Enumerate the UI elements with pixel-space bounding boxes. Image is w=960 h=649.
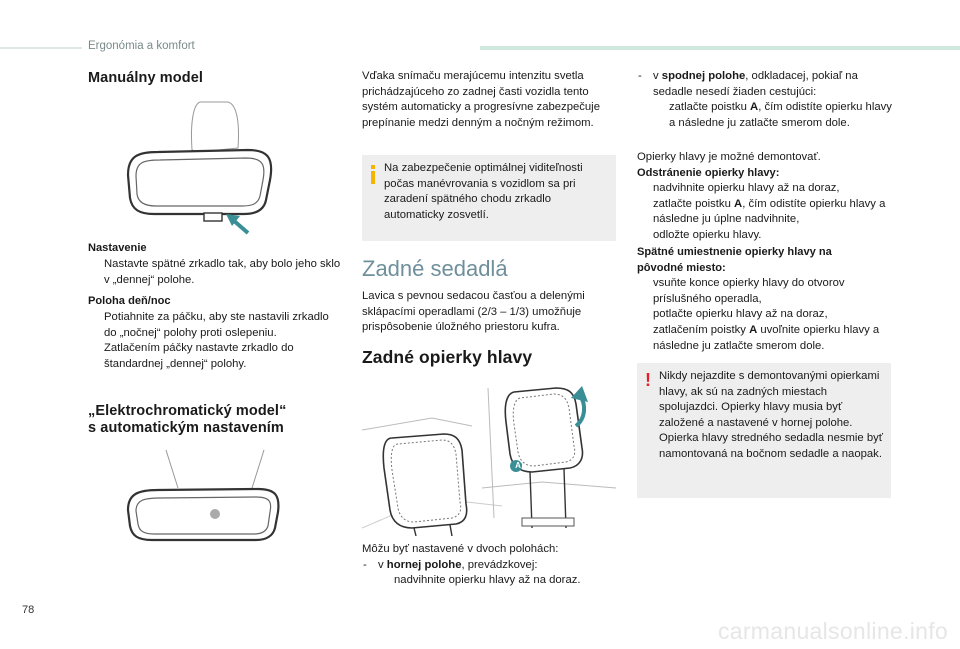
removable-text: Opierky hlavy je možné demontovať. — [637, 151, 821, 163]
removal-step: odložte opierku hlavy. — [653, 228, 762, 241]
rear-headrests-title: Zadné opierky hlavy — [362, 347, 533, 367]
day-night-step: Zatlačením páčky nastavte zrkadlo do šta… — [104, 342, 294, 370]
refit-step: vsuňte konce opierky hlavy do otvorov pr… — [653, 277, 845, 305]
info-note-text: Na zabezpečenie optimálnej viditeľnosti … — [384, 162, 583, 221]
day-night-subtitle: Poloha deň/noc — [88, 295, 171, 307]
section-title: Ergonómia a komfort — [88, 40, 195, 52]
positions-block: Môžu byť nastavené v dvoch polohách: -v … — [362, 542, 617, 589]
adjustment-list: Nastavte spätné zrkadlo tak, aby bolo je… — [88, 257, 343, 288]
page-number: 78 — [22, 604, 35, 616]
removal-block: Opierky hlavy je možné demontovať. Odstr… — [637, 150, 893, 244]
removal-step: zatlačte poistku A, čím odistíte opierku… — [653, 197, 886, 226]
removal-title: Odstránenie opierky hlavy: — [637, 166, 780, 179]
rear-seats-text: Lavica s pevnou sedacou časťou a deleným… — [362, 290, 585, 334]
rear-seats-title: Zadné sedadlá — [362, 256, 508, 281]
electrochromatic-title: „Elektrochromatický model“ s automatický… — [88, 403, 287, 436]
upper-position: -v hornej polohe, prevádzkovej: — [363, 558, 538, 571]
adjustment-step: Nastavte spätné zrkadlo tak, aby bolo je… — [104, 258, 341, 286]
adjustment-subtitle: Nastavenie — [88, 242, 147, 254]
header-rule-right — [480, 46, 960, 50]
header-rule-left — [0, 47, 82, 49]
lower-position-step: zatlačte poistku A, čím odistíte opierku… — [669, 101, 892, 129]
warning-icon: ! — [645, 370, 651, 390]
warning-note: ! Nikdy nejazdite s demontovanými opierk… — [637, 363, 891, 498]
refit-step: potlačte opierku hlavy až na doraz, — [653, 308, 828, 321]
positions-intro: Môžu byť nastavené v dvoch polohách: — [362, 543, 559, 555]
manual-mirror-illustration — [126, 101, 273, 235]
day-night-list: Potiahnite za páčku, aby ste nastavili z… — [88, 310, 343, 372]
watermark: carmanualsonline.info — [717, 618, 948, 644]
latch-a-callout: A — [515, 461, 521, 470]
electrochromatic-mirror-illustration — [126, 449, 280, 542]
headrest-illustration — [362, 378, 617, 536]
upper-position-step: nadvihnite opierku hlavy až na doraz. — [394, 574, 581, 587]
info-note: Na zabezpečenie optimálnej viditeľnosti … — [362, 155, 616, 241]
manual-model-title: Manuálny model — [88, 70, 203, 86]
lower-position-block: -v spodnej polohe, odkladacej, pokiaľ na… — [637, 69, 893, 131]
day-night-step: Potiahnite za páčku, aby ste nastavili z… — [104, 311, 329, 339]
removal-step: nadvihnite opierku hlavy až na doraz, — [653, 182, 840, 195]
electrochromatic-description: Vďaka snímaču merajúcemu intenzitu svetl… — [362, 70, 600, 129]
lower-position: -v spodnej polohe, odkladacej, pokiaľ na… — [638, 70, 858, 98]
warning-text: Nikdy nejazdite s demontovanými opierkam… — [659, 370, 884, 460]
refit-step: zatlačením poistky A uvoľnite opierku hl… — [653, 323, 880, 352]
info-icon — [370, 165, 376, 184]
